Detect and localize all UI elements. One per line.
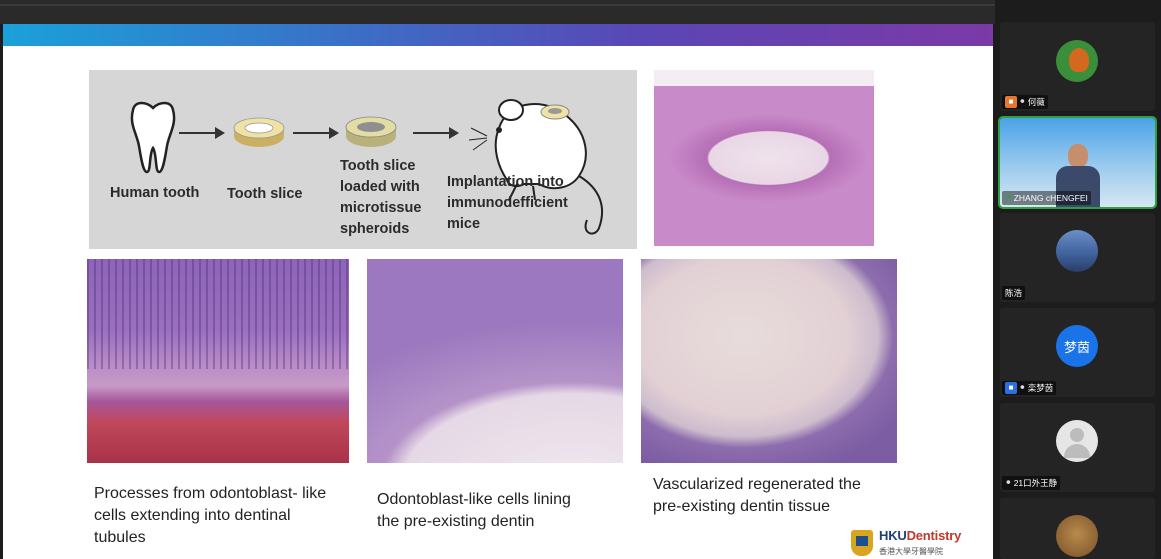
participant-name-tag: ■⚫栾梦茵	[1002, 381, 1057, 395]
arrow-1	[179, 127, 225, 139]
participant-name: 何薇	[1027, 97, 1045, 107]
top-bar	[0, 0, 1161, 24]
avatar	[1056, 515, 1098, 557]
shared-screen-slide: Human tooth Tooth slice Tooth slice load…	[3, 24, 993, 559]
mic-muted-icon: ⚫	[1019, 97, 1026, 106]
logo-subtitle: 香港大學牙醫學院	[879, 547, 943, 556]
participant-tile[interactable]: 梦茵 ■⚫栾梦茵	[1000, 308, 1155, 397]
video-person	[1056, 144, 1100, 207]
participant-name: ZHANG cHENGFEI	[1013, 193, 1088, 203]
logo-prefix: HKU	[879, 528, 907, 543]
avatar	[1056, 230, 1098, 272]
cohost-icon: ■	[1005, 382, 1017, 394]
participant-name-tag: ■⚫何薇	[1002, 95, 1048, 109]
person-head	[1068, 144, 1088, 168]
default-user-icon	[1070, 428, 1084, 442]
step-label-tooth-slice: Tooth slice	[227, 186, 303, 202]
tubule-striations	[87, 259, 349, 369]
histology-image-overview	[654, 70, 874, 246]
logo-suffix: Dentistry	[906, 528, 962, 543]
participant-tile[interactable]: ⚫21口外王静	[1000, 403, 1155, 492]
caption-vascularized: Vascularized regenerated the pre-existin…	[653, 476, 861, 515]
participant-tile-active-speaker[interactable]: ⚫ZHANG cHENGFEI	[998, 116, 1157, 209]
mic-muted-icon: ⚫	[1019, 383, 1026, 392]
mic-active-icon: ⚫	[1005, 193, 1012, 202]
participants-panel: ■⚫何薇 ⚫ZHANG cHENGFEI 陈浩 梦茵 ■⚫栾梦茵 ⚫21口外王静	[995, 0, 1161, 559]
histology-image-vascularized	[641, 259, 897, 463]
overview-background-strip	[654, 70, 874, 86]
slide-header-band	[3, 24, 993, 46]
experiment-diagram: Human tooth Tooth slice Tooth slice load…	[89, 70, 637, 249]
host-icon: ■	[1005, 96, 1017, 108]
participant-name-tag: ⚫21口外王静	[1002, 476, 1061, 490]
avatar-initials: 梦茵	[1063, 340, 1090, 356]
step-label-implantation: Implantation into immunodefficient mice	[447, 174, 568, 232]
participant-tile[interactable]: ■⚫何薇	[1000, 22, 1155, 111]
avatar	[1056, 40, 1098, 82]
mouse-icon	[469, 99, 604, 235]
arrow-2	[293, 127, 339, 139]
top-bar-divider	[0, 4, 995, 6]
participant-name-tag: ⚫ZHANG cHENGFEI	[1002, 191, 1091, 205]
tooth-slice-icon	[233, 117, 285, 147]
participant-name: 陈浩	[1005, 288, 1023, 298]
mic-muted-icon: ⚫	[1005, 478, 1012, 487]
participant-name: 栾梦茵	[1027, 383, 1054, 393]
tooth-icon	[130, 101, 176, 174]
person-body	[1056, 166, 1100, 207]
avatar: 梦茵	[1056, 325, 1098, 367]
cartoon-avatar-icon	[1069, 48, 1089, 72]
logo-wordmark: HKUDentistry	[879, 528, 961, 543]
avatar	[1056, 420, 1098, 462]
caption-lining: Odontoblast-like cells lining the pre-ex…	[377, 491, 571, 530]
step-label-loaded-slice: Tooth slice loaded with microtissue sphe…	[340, 158, 422, 237]
participant-name: 21口外王静	[1013, 478, 1058, 488]
participant-tile[interactable]	[1000, 498, 1155, 559]
hku-dentistry-logo: HKUDentistry 香港大學牙醫學院	[851, 528, 971, 558]
participant-tile[interactable]: 陈浩	[1000, 213, 1155, 302]
step-label-human-tooth: Human tooth	[110, 185, 200, 201]
participant-name-tag: 陈浩	[1002, 286, 1026, 300]
histology-image-odontoblast-lining	[367, 259, 623, 463]
default-user-body	[1064, 444, 1090, 458]
hku-crest-icon	[851, 530, 873, 556]
histology-image-odontoblast-processes	[87, 259, 349, 463]
caption-processes: Processes from odontoblast- like cells e…	[94, 485, 327, 546]
loaded-slice-icon	[345, 116, 397, 147]
arrow-3	[413, 127, 459, 139]
